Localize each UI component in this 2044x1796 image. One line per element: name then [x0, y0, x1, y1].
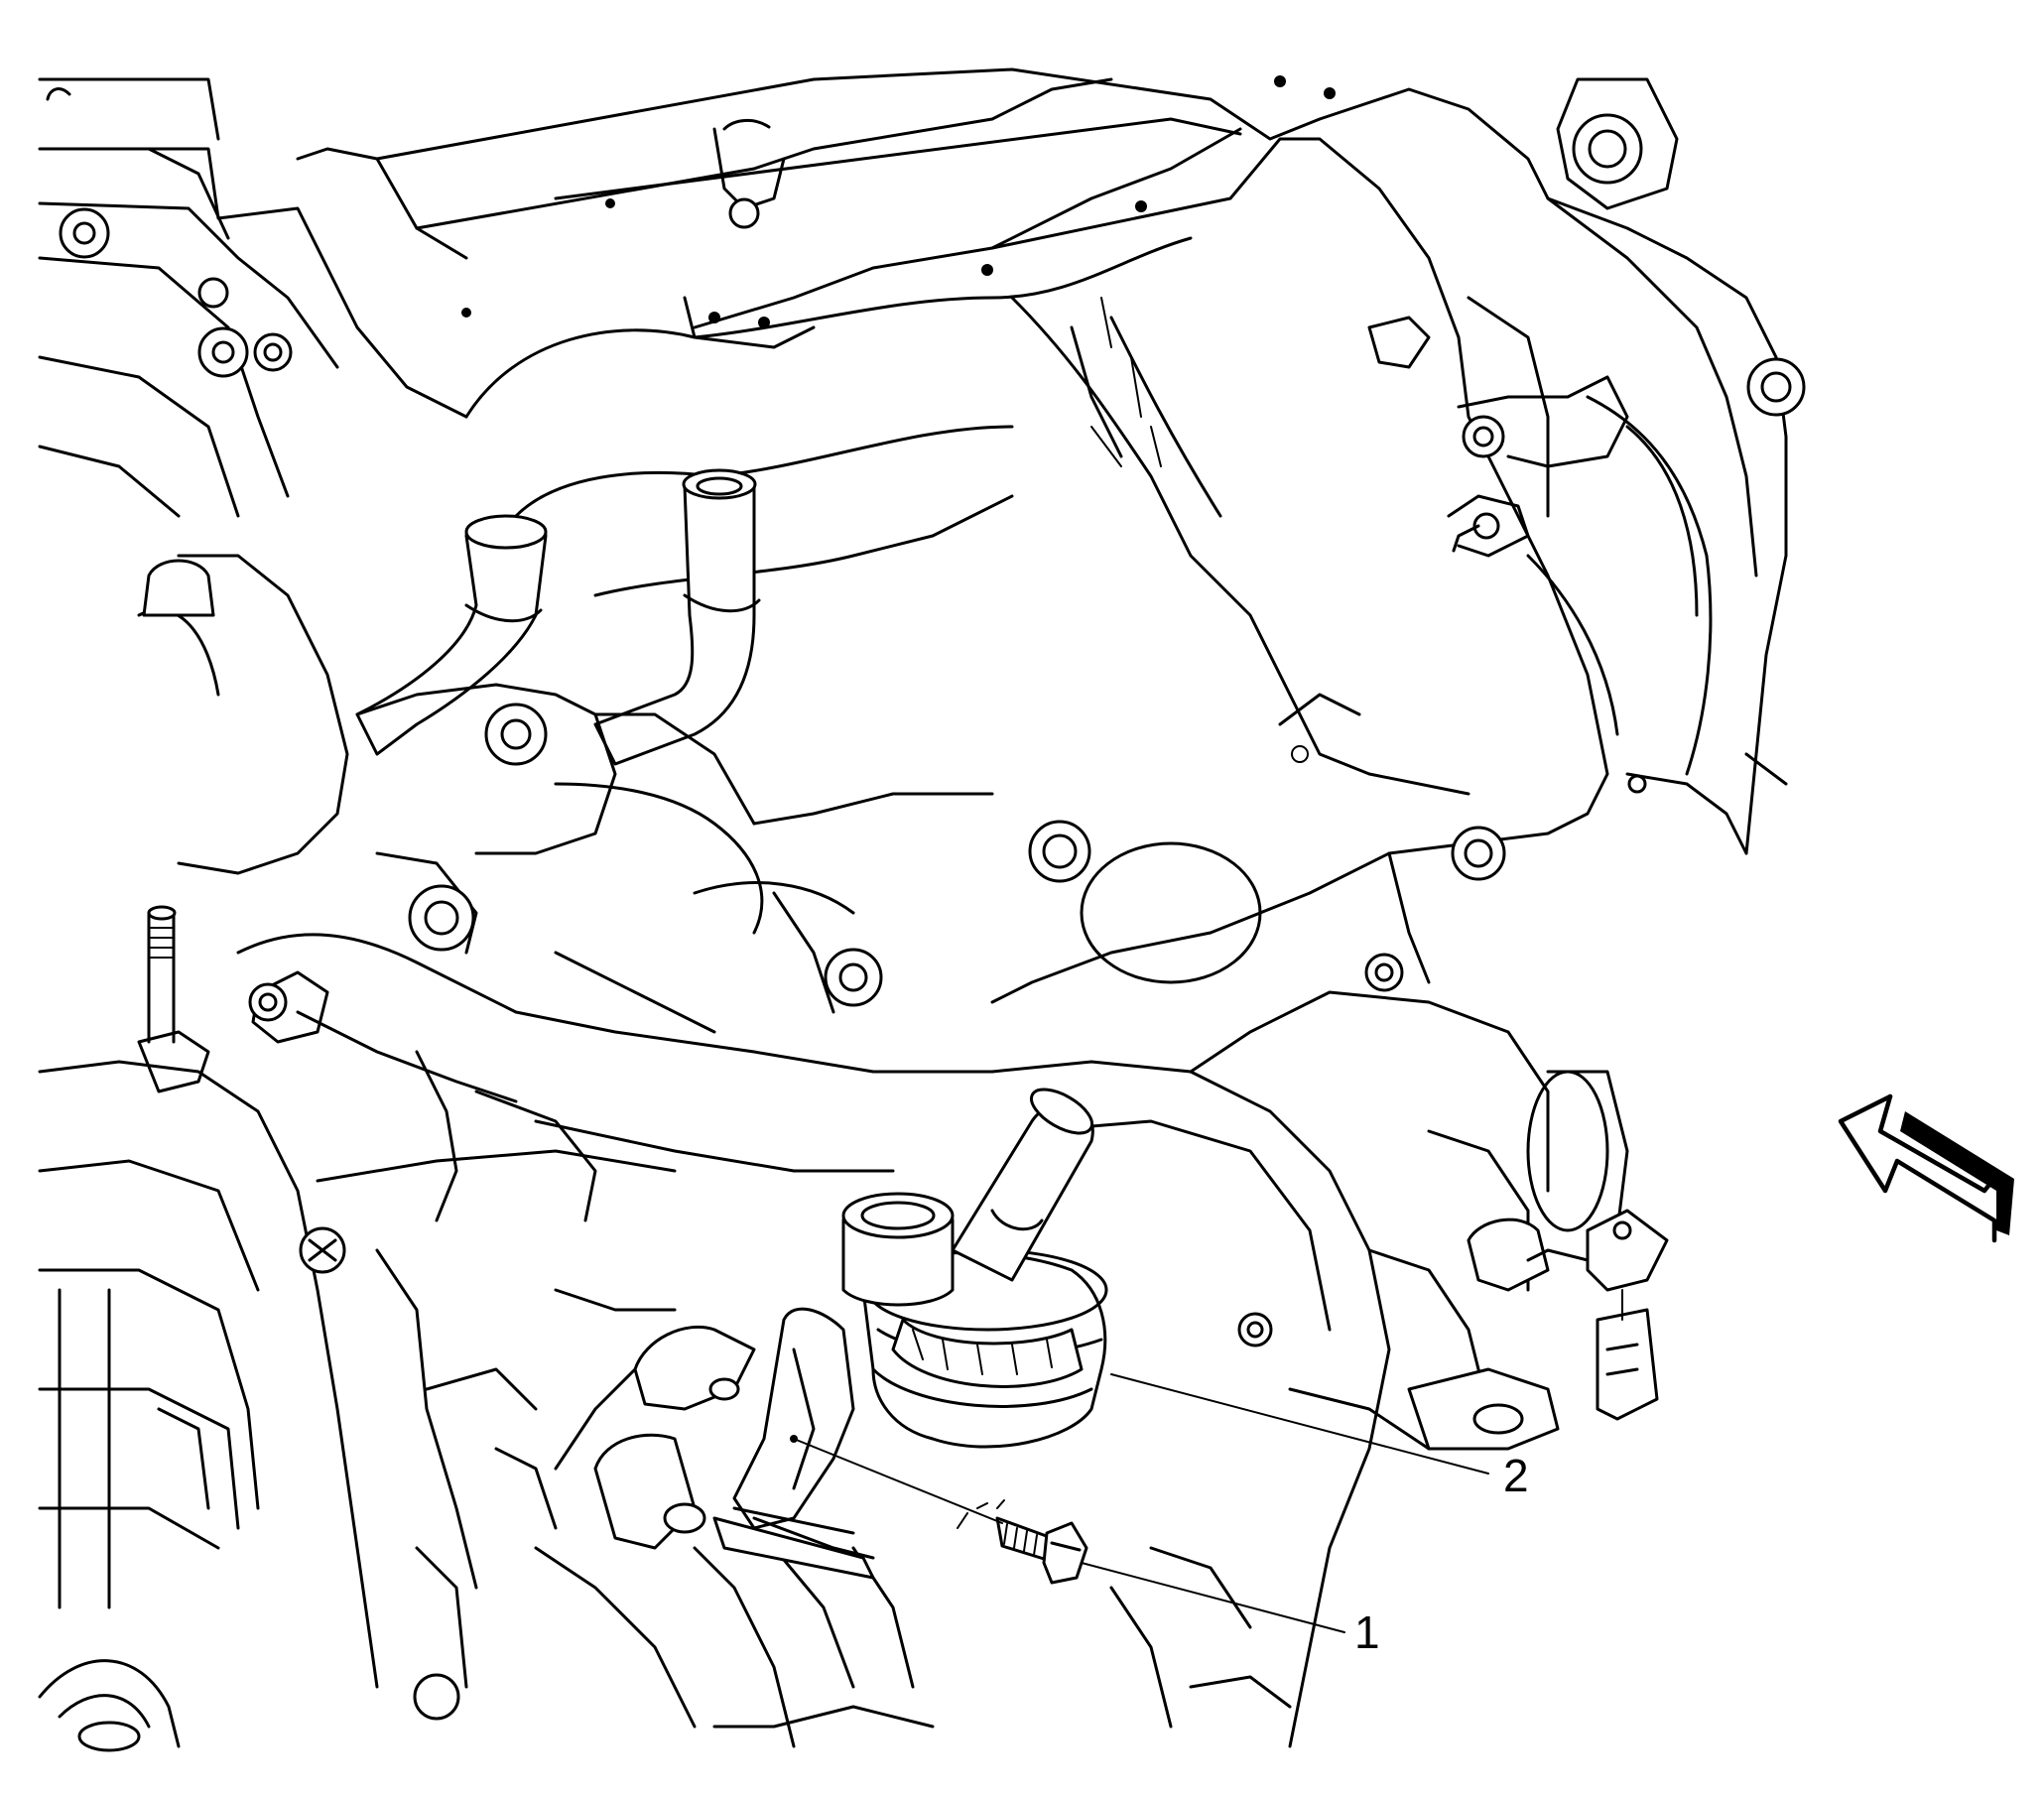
engine-front-casting: [137, 881, 994, 1222]
thermostat-housing: [137, 554, 994, 955]
installation-guide-lines: [790, 1435, 1005, 1529]
callout-1-label: 1: [1354, 1606, 1380, 1658]
lower-bosses: [534, 1288, 935, 1748]
callout-leaders: [1081, 1373, 1489, 1633]
heater-pipes: [355, 468, 761, 766]
view-direction-arrow-icon: [1838, 1093, 2014, 1243]
upper-bracket: [375, 67, 1336, 349]
callout-2-label: 2: [1503, 1450, 1529, 1501]
pump-bolt: [995, 1516, 1088, 1585]
callout-1-leader: [1081, 1562, 1345, 1633]
auxiliary-water-pump: [712, 1088, 1108, 1580]
lower-crankcase: [38, 1060, 558, 1752]
right-timing-cover: [1318, 77, 1806, 855]
intake-manifold: [464, 236, 1470, 796]
callout-2-leader: [1110, 1373, 1489, 1475]
front-cover-plate: [990, 137, 1609, 1004]
sensor-connector: [1467, 1209, 1669, 1421]
cylinder-head: [38, 77, 468, 518]
right-lower-housing: [990, 990, 1629, 1748]
